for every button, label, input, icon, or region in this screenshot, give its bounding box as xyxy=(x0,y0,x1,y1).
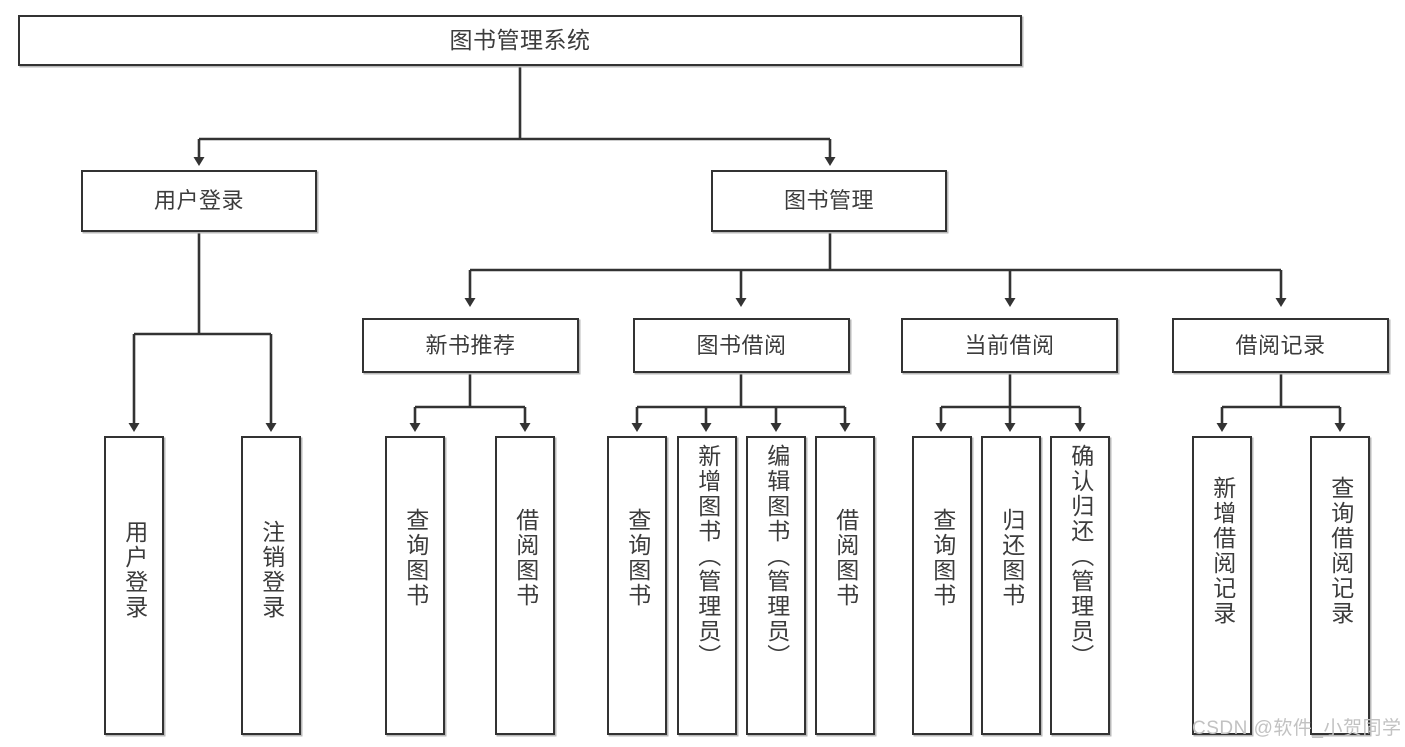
node-leaf-borrow-book-1[interactable]: 借阅图书 xyxy=(495,436,555,735)
node-label: 新书推荐 xyxy=(425,332,516,358)
node-label: 查询图书 xyxy=(624,508,651,608)
node-new-book-recommend[interactable]: 新书推荐 xyxy=(362,318,579,373)
node-label: 新增图书（管理员） xyxy=(694,444,721,669)
node-borrow-record[interactable]: 借阅记录 xyxy=(1172,318,1389,373)
node-label: 查询借阅记录 xyxy=(1327,476,1354,626)
node-label: 借阅图书 xyxy=(832,508,859,608)
node-leaf-query-borrow-record[interactable]: 查询借阅记录 xyxy=(1310,436,1370,735)
node-root-title[interactable]: 图书管理系统 xyxy=(18,15,1022,66)
node-leaf-return-book[interactable]: 归还图书 xyxy=(981,436,1041,735)
node-label: 图书管理 xyxy=(783,188,874,214)
node-user-login[interactable]: 用户登录 xyxy=(81,170,317,232)
node-leaf-query-book-2[interactable]: 查询图书 xyxy=(607,436,667,735)
node-leaf-borrow-book-2[interactable]: 借阅图书 xyxy=(815,436,875,735)
node-label: 新增借阅记录 xyxy=(1209,476,1236,626)
node-leaf-add-borrow-record[interactable]: 新增借阅记录 xyxy=(1192,436,1252,735)
node-book-borrow[interactable]: 图书借阅 xyxy=(633,318,850,373)
node-label: 确认归还（管理员） xyxy=(1067,444,1094,669)
node-label: 当前借阅 xyxy=(964,332,1055,358)
node-label: 编辑图书（管理员） xyxy=(763,444,790,669)
node-book-management[interactable]: 图书管理 xyxy=(711,170,947,232)
node-leaf-confirm-return-admin[interactable]: 确认归还（管理员） xyxy=(1050,436,1110,735)
node-leaf-query-book-1[interactable]: 查询图书 xyxy=(385,436,445,735)
node-label: 查询图书 xyxy=(929,508,956,608)
node-label: 查询图书 xyxy=(402,508,429,608)
node-leaf-user-login[interactable]: 用户登录 xyxy=(104,436,164,735)
node-label: 注销登录 xyxy=(258,520,285,620)
node-label: 图书管理系统 xyxy=(449,26,591,53)
node-label: 归还图书 xyxy=(998,508,1025,608)
node-label: 借阅图书 xyxy=(512,508,539,608)
csdn-watermark: CSDN @软件_小贺同学 xyxy=(1192,718,1402,739)
node-leaf-edit-book-admin[interactable]: 编辑图书（管理员） xyxy=(746,436,806,735)
node-current-borrow[interactable]: 当前借阅 xyxy=(901,318,1118,373)
node-label: 借阅记录 xyxy=(1235,332,1326,358)
node-leaf-add-book-admin[interactable]: 新增图书（管理员） xyxy=(677,436,737,735)
node-leaf-logout-login[interactable]: 注销登录 xyxy=(241,436,301,735)
node-label: 用户登录 xyxy=(153,188,244,214)
node-leaf-query-book-3[interactable]: 查询图书 xyxy=(912,436,972,735)
node-label: 图书借阅 xyxy=(696,332,787,358)
node-label: 用户登录 xyxy=(121,520,148,620)
